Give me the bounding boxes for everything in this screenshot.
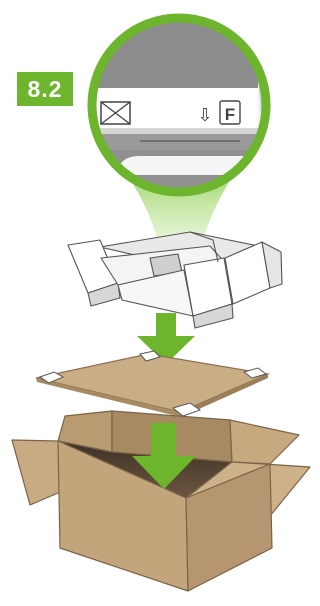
letter-f-mark: F — [225, 105, 235, 124]
green-down-arrow-upper — [137, 313, 195, 364]
magnifier-ring — [87, 13, 271, 197]
green-down-arrow-lower — [132, 423, 196, 489]
foam-corner-pad — [38, 350, 268, 417]
front-mark-box — [219, 100, 241, 125]
cardboard-sheet — [35, 350, 271, 417]
step-number-badge: 8.2 — [17, 72, 73, 106]
foam-tray — [67, 231, 283, 329]
down-arrow-icon: ⇩ — [197, 105, 212, 126]
package-label-icon — [100, 101, 131, 125]
